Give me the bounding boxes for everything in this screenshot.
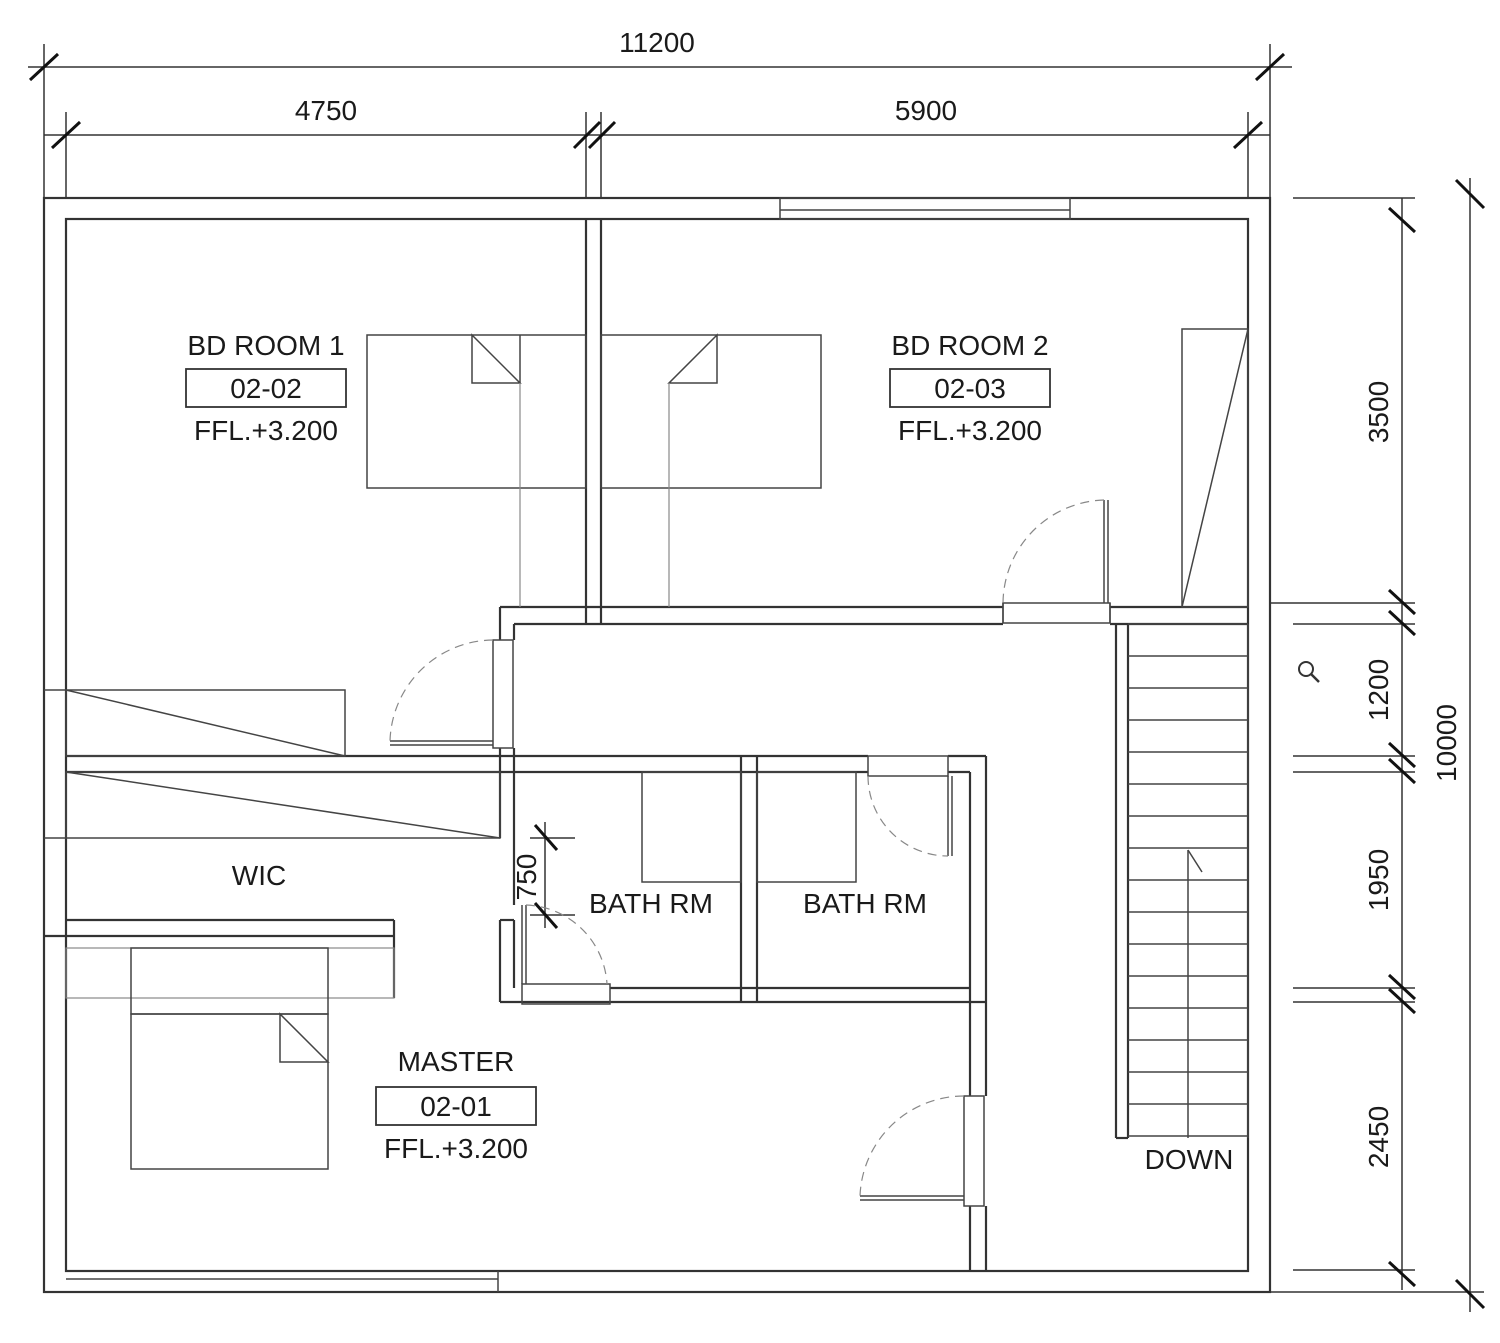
dim-seg-2: 1200 bbox=[1363, 659, 1394, 721]
room-bd2-name: BD ROOM 2 bbox=[891, 330, 1048, 361]
room-bath1-name: BATH RM bbox=[589, 888, 713, 919]
room-master-name: MASTER bbox=[398, 1046, 515, 1077]
dimension-lines bbox=[28, 44, 1486, 1312]
door-master[interactable] bbox=[859, 1095, 985, 1207]
bed-master bbox=[65, 947, 395, 1170]
room-master-code: 02-01 bbox=[420, 1091, 492, 1122]
walls bbox=[42, 196, 1272, 1294]
dim-right-width: 5900 bbox=[895, 95, 957, 126]
room-bd2-label: BD ROOM 2 02-03 FFL.+3.200 bbox=[889, 330, 1051, 446]
room-master-tag bbox=[375, 1086, 537, 1126]
bath-fixture-2 bbox=[756, 771, 857, 883]
dim-overall-width: 11200 bbox=[619, 27, 695, 58]
room-bd1-label: BD ROOM 1 02-02 FFL.+3.200 bbox=[185, 330, 347, 446]
dim-seg-4: 2450 bbox=[1363, 1106, 1394, 1168]
stairs-down-label: DOWN bbox=[1145, 1144, 1234, 1175]
magnifier-icon[interactable] bbox=[1298, 661, 1320, 683]
staircase bbox=[1128, 623, 1249, 1138]
room-bd1-code: 02-02 bbox=[230, 373, 302, 404]
room-master-label: MASTER 02-01 FFL.+3.200 bbox=[375, 1046, 537, 1164]
bath-fixture-1 bbox=[641, 771, 742, 883]
wardrobe-bd2 bbox=[1181, 328, 1249, 608]
door-bd2[interactable] bbox=[1002, 499, 1111, 624]
room-master-level: FFL.+3.200 bbox=[384, 1133, 528, 1164]
room-bd2-code: 02-03 bbox=[934, 373, 1006, 404]
room-bath2-name: BATH RM bbox=[803, 888, 927, 919]
furniture bbox=[65, 328, 1249, 1170]
door-bd1[interactable] bbox=[389, 639, 514, 749]
dim-overall-depth: 10000 bbox=[1431, 704, 1462, 782]
bed-bd1 bbox=[366, 333, 587, 607]
room-bd1-tag bbox=[185, 368, 347, 408]
door-bath-2[interactable] bbox=[867, 755, 953, 857]
dim-door-offset: 750 bbox=[511, 854, 542, 901]
doors[interactable] bbox=[389, 499, 1111, 1207]
dim-seg-1: 3500 bbox=[1363, 381, 1394, 443]
wardrobe-wic bbox=[65, 771, 501, 839]
door-bath-1[interactable] bbox=[521, 904, 611, 1005]
room-bd1-name: BD ROOM 1 bbox=[187, 330, 344, 361]
room-wic-name: WIC bbox=[232, 860, 286, 891]
wardrobe-bd1 bbox=[65, 689, 346, 757]
room-bd2-tag bbox=[889, 368, 1051, 408]
dim-seg-3: 1950 bbox=[1363, 849, 1394, 911]
bed-bd2 bbox=[600, 333, 822, 607]
dim-left-width: 4750 bbox=[295, 95, 357, 126]
room-bd1-level: FFL.+3.200 bbox=[194, 415, 338, 446]
room-bd2-level: FFL.+3.200 bbox=[898, 415, 1042, 446]
